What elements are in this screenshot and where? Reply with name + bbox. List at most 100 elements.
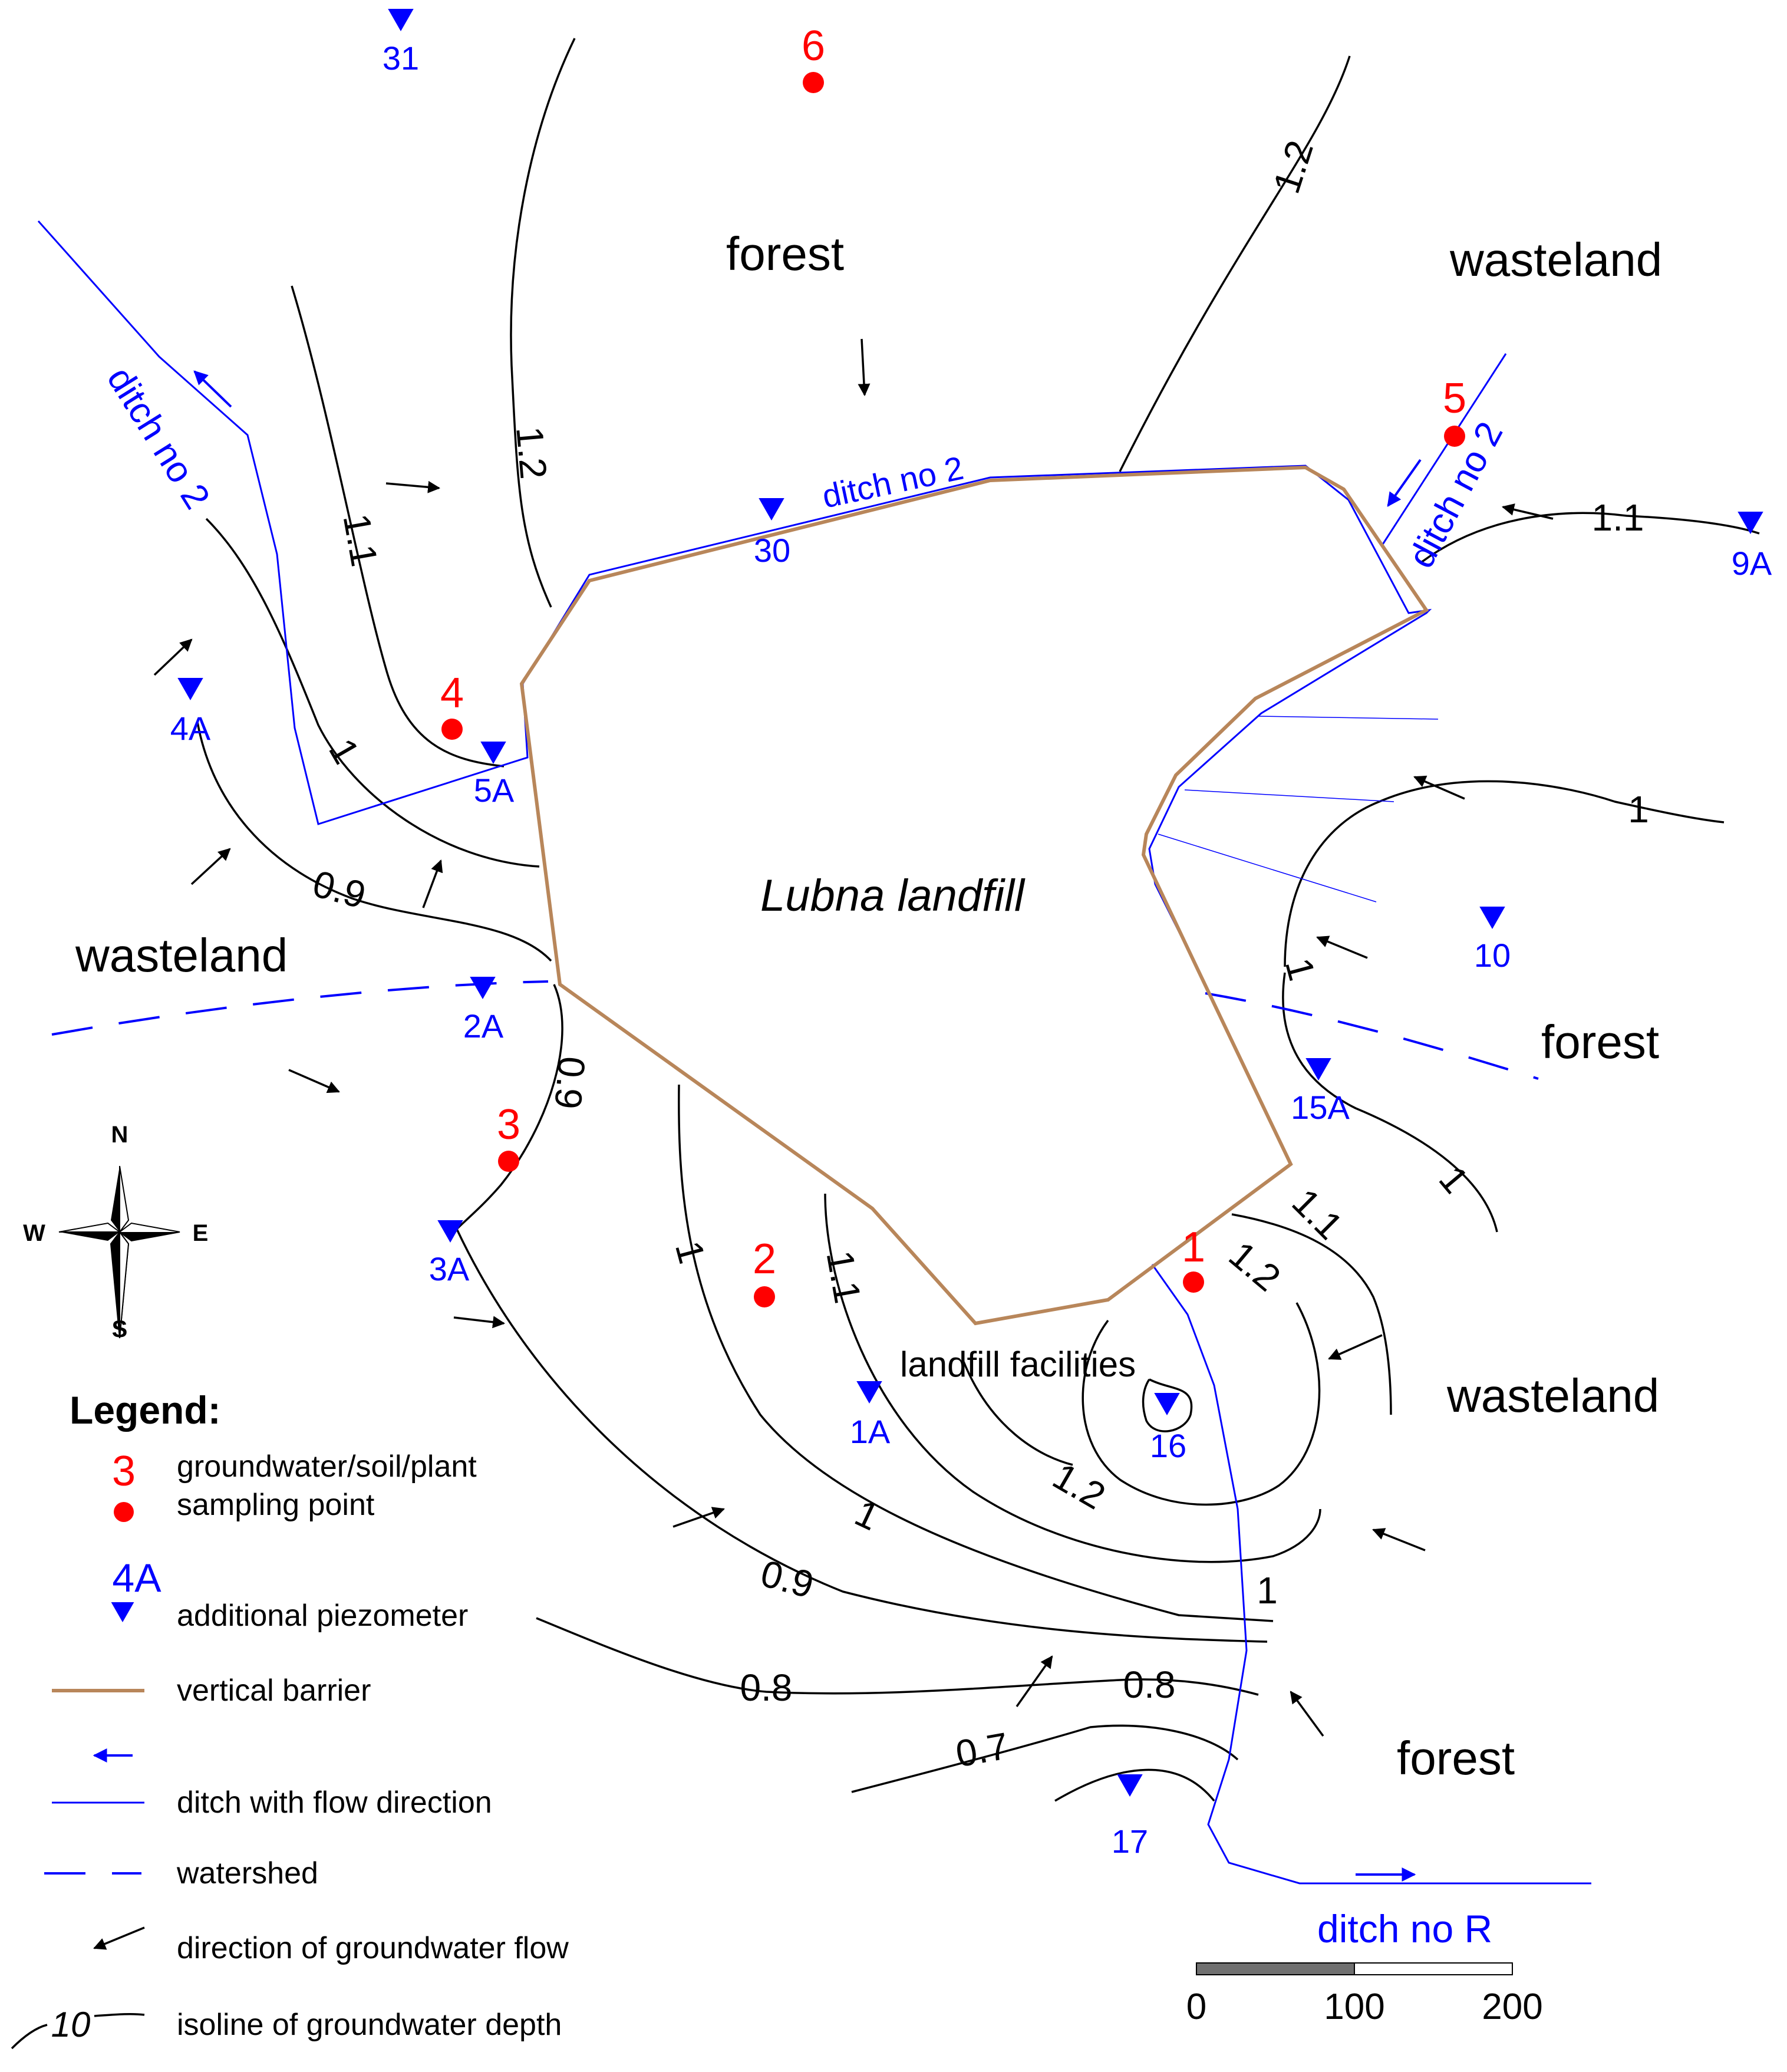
sampling-point-label: 6 — [802, 22, 825, 70]
sampling-point-dot — [498, 1151, 519, 1172]
ditch-label: ditch no 2 — [99, 360, 217, 516]
isoline-label: 1.2 — [508, 425, 555, 481]
isoline-1.1-ne — [1419, 512, 1760, 564]
isoline-1-south — [678, 1084, 1274, 1622]
isoline-0.8 — [536, 1617, 1259, 1696]
legend-sampling-dot — [114, 1502, 134, 1522]
gw-arrow — [1328, 1334, 1383, 1360]
isoline-label: 1.2 — [1046, 1455, 1112, 1518]
vertical-barrier — [519, 465, 1429, 1326]
isoline-label: 1.1 — [1284, 1181, 1351, 1248]
isoline-label: 1.2 — [1265, 136, 1321, 199]
isoline-label: 1 — [1257, 1569, 1278, 1612]
sampling-point-label: 3 — [497, 1101, 520, 1148]
gw-arrow — [453, 1316, 506, 1329]
ditch-tributaries — [1158, 716, 1439, 902]
area-forest-south: forest — [1397, 1732, 1515, 1784]
gw-arrow — [422, 859, 443, 908]
gw-arrow — [1372, 1528, 1426, 1551]
isolines — [196, 38, 1760, 1802]
ditch-no-r — [1151, 1264, 1591, 1885]
piezometer-label: 9A — [1732, 545, 1772, 582]
legend-sampling-symbol: 3 — [112, 1448, 136, 1495]
piezometers: 31 30 9A 4A 5A 10 2A 15A 3A 1A 16 17 — [170, 9, 1772, 1860]
area-forest-east: forest — [1541, 1016, 1659, 1068]
legend-sampling-text2: sampling point — [177, 1488, 375, 1522]
compass-s: S — [112, 1316, 128, 1342]
scale-label: 100 — [1324, 1987, 1384, 2027]
piezometer-label: 4A — [170, 710, 211, 747]
scale-label: 0 — [1186, 1987, 1206, 2027]
isoline-label: 1 — [1628, 788, 1649, 831]
sampling-point-dot — [441, 719, 463, 740]
piezometer-icon — [470, 977, 496, 999]
isoline-1.1-east — [1231, 1213, 1392, 1415]
sampling-point-label: 4 — [440, 670, 464, 717]
piezometer-icon — [480, 742, 506, 764]
piezometer-icon — [1117, 1774, 1143, 1797]
scale-bar: 0 100 200 — [1186, 1962, 1543, 2027]
isoline-label: 0.9 — [308, 862, 370, 917]
isoline-label: 1.1 — [818, 1247, 869, 1306]
legend-flow-text: direction of groundwater flow — [177, 1931, 569, 1965]
isoline-1.1-nw — [291, 285, 505, 767]
sampling-point-dot — [1444, 426, 1465, 447]
sampling-point-label: 5 — [1443, 375, 1466, 422]
scale-label: 200 — [1482, 1987, 1542, 2027]
legend-piezometer-symbol: 4A — [112, 1556, 161, 1600]
ditch-no-2-ne — [1381, 353, 1507, 546]
gw-arrow — [672, 1507, 725, 1528]
piezometer-label: 1A — [850, 1413, 891, 1450]
piezometer-label: 2A — [463, 1007, 504, 1045]
piezometer-label: 15A — [1291, 1089, 1350, 1126]
isoline-1.2-north — [510, 38, 576, 608]
legend-sampling-text1: groundwater/soil/plant — [177, 1450, 477, 1484]
gw-arrow — [1016, 1655, 1053, 1708]
isoline-1.1-south — [824, 1193, 1321, 1563]
piezometer-icon — [1305, 1058, 1331, 1081]
landfill-title: Lubna landfill — [760, 871, 1026, 921]
piezometer-icon — [1154, 1393, 1180, 1415]
compass-e: E — [193, 1220, 209, 1246]
legend-piezometer-text: additional piezometer — [177, 1599, 468, 1633]
isoline-label: 0.7 — [952, 1724, 1011, 1775]
legend-isoline-curve — [11, 2012, 145, 2050]
isoline-1.2-south — [962, 1361, 1073, 1466]
legend-ditch-text: ditch with flow direction — [177, 1786, 492, 1820]
scale-bar-light — [1354, 1962, 1513, 1975]
sampling-point-label: 1 — [1182, 1224, 1205, 1271]
gw-arrow — [385, 480, 441, 493]
isoline-1.2-ne — [1119, 55, 1351, 472]
isoline-label: 1.1 — [335, 510, 385, 569]
sampling-point-dot — [803, 72, 824, 93]
piezometer-label: 17 — [1112, 1823, 1148, 1860]
legend-isoline-symbol: 10 — [51, 2005, 91, 2044]
legend: Legend: 3 groundwater/soil/plant samplin… — [11, 1388, 569, 2050]
gw-arrow — [1316, 935, 1368, 959]
isoline-1.2-ring — [1082, 1302, 1321, 1506]
piezometer-label: 3A — [429, 1250, 470, 1287]
compass-rose: N S W E — [23, 1122, 208, 1342]
piezometer-icon — [177, 678, 203, 700]
isoline-0.9-west — [196, 722, 552, 962]
piezometer-label: 30 — [754, 532, 790, 569]
gw-arrow — [858, 338, 871, 397]
gw-arrow — [288, 1069, 340, 1093]
legend-piezometer-icon — [111, 1602, 134, 1622]
piezometer-label: 16 — [1150, 1427, 1186, 1464]
ditches — [37, 220, 1591, 1885]
legend-title: Legend: — [70, 1388, 221, 1432]
isoline-label: 1.2 — [1221, 1233, 1288, 1299]
compass-w: W — [23, 1220, 45, 1246]
sampling-points: 1 2 3 4 5 6 — [440, 22, 1466, 1307]
ditch-flow-arrows — [193, 370, 1422, 1882]
isoline-0.7 — [851, 1724, 1239, 1793]
isoline-label: 0.8 — [1123, 1663, 1176, 1706]
isoline-label: 0.8 — [740, 1666, 793, 1709]
gw-arrow — [1501, 503, 1554, 520]
piezometer-icon — [388, 9, 414, 31]
flow-arrow-ditch-ne — [1387, 459, 1422, 507]
isoline-0.9-south — [455, 984, 1268, 1643]
isoline-label: 0.9 — [546, 1055, 593, 1111]
gw-arrow — [1290, 1691, 1324, 1737]
